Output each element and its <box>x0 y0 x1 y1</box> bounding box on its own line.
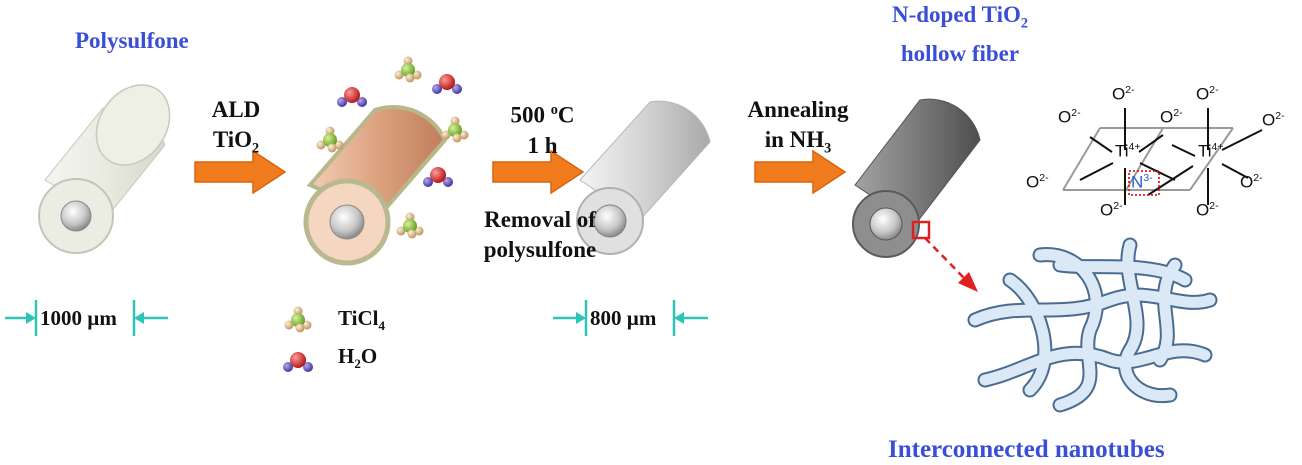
removal-line1: Removal of <box>484 207 596 232</box>
dimension-1000-label: 1000 µm <box>40 306 117 330</box>
n-dopant-label: N3- <box>1131 172 1153 192</box>
n-doped-line1: N-doped TiO2 <box>891 2 1029 32</box>
polysulfone-fiber <box>38 84 171 254</box>
ald-label: ALD TiO2 <box>196 95 276 164</box>
zoom-arrow <box>924 237 978 292</box>
removal-label: Removal of polysulfone <box>470 205 610 265</box>
ticl4-molecule <box>394 56 422 83</box>
oxygen-label: O2- <box>1100 200 1123 220</box>
oxygen-label: O2- <box>1196 84 1219 104</box>
time-line: 1 h <box>527 132 558 158</box>
ald-line1: ALD <box>211 97 261 122</box>
dimension-800-label: 800 µm <box>590 306 657 330</box>
annealing-label: Annealing in NH3 <box>738 95 858 164</box>
legend-ticl4-icon <box>284 306 312 333</box>
dimension-marker-800 <box>553 300 708 336</box>
temp-line: 500 oC <box>510 102 575 128</box>
ticl4-molecule <box>441 116 469 143</box>
annealing-line2: in NH3 <box>764 127 832 157</box>
legend-h2o-label: H2O <box>338 344 378 372</box>
titanium-label: Ti4+ <box>1115 141 1141 161</box>
annealing-line1: Annealing <box>747 97 849 122</box>
dimension-marker-1000 <box>5 300 168 336</box>
n-doped-title: N-doped TiO2 hollow fiber <box>860 0 1060 69</box>
oxygen-label: O2- <box>1262 110 1285 130</box>
ticl4-molecule <box>396 212 424 239</box>
oxygen-label: O2- <box>1196 200 1219 220</box>
ticl4-molecule <box>316 126 344 153</box>
h2o-molecule <box>423 167 453 187</box>
h2o-molecule <box>337 87 367 107</box>
titanium-label: Ti4+ <box>1198 141 1224 161</box>
calcination-label: 500 oC 1 h <box>495 95 590 161</box>
legend-h2o-icon <box>283 352 313 372</box>
interconnected-nanotubes-label: Interconnected nanotubes <box>888 436 1165 463</box>
polysulfone-title: Polysulfone <box>75 28 189 53</box>
oxygen-label: O2- <box>1026 172 1049 192</box>
oxygen-label: O2- <box>1160 107 1183 127</box>
crystal-bonds <box>1079 108 1263 205</box>
removal-line2: polysulfone <box>483 237 597 262</box>
nanotube-network <box>967 237 1218 413</box>
oxygen-label: O2- <box>1240 172 1263 192</box>
ald-coated-fiber <box>303 56 469 266</box>
tio2-hollow-fiber <box>576 100 711 255</box>
legend-ticl4-label: TiCl4 <box>338 306 385 334</box>
n-doped-fiber <box>852 98 981 258</box>
n-dopant-highlight <box>1128 170 1160 196</box>
tio2-line: TiO2 <box>212 127 260 157</box>
n-doped-line2: hollow fiber <box>900 40 1020 66</box>
zoom-box <box>911 220 931 240</box>
oxygen-label: O2- <box>1112 84 1135 104</box>
oxygen-label: O2- <box>1058 107 1081 127</box>
h2o-molecule <box>432 74 462 94</box>
